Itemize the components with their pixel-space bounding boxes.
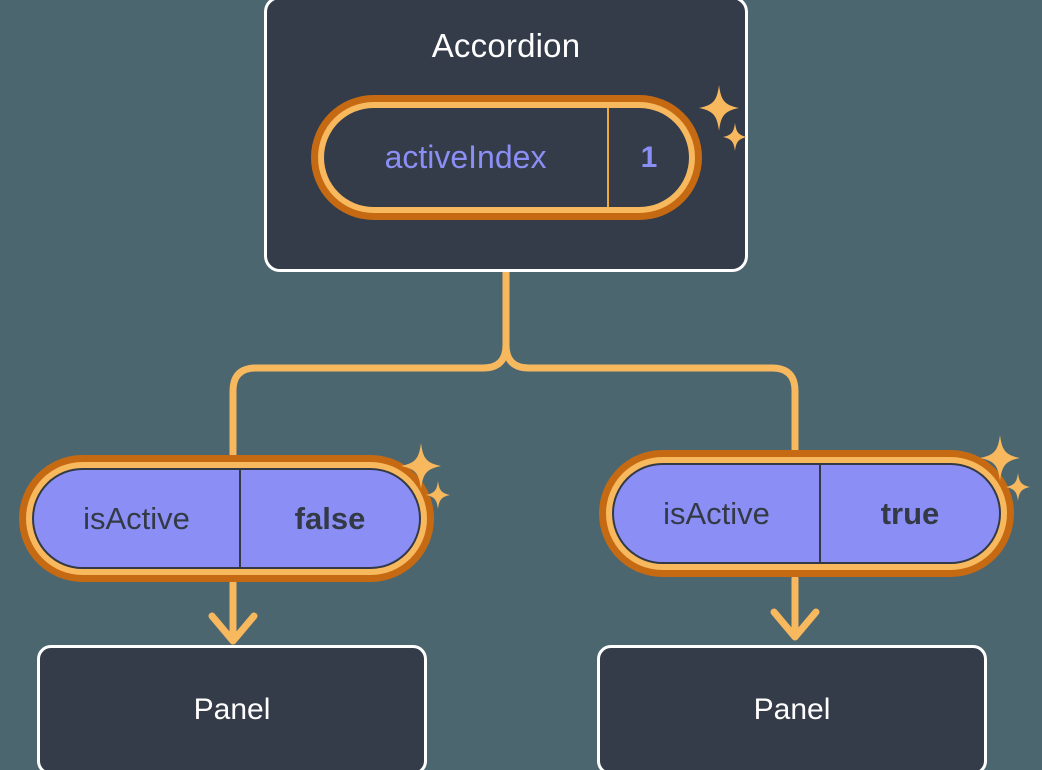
pill-ring: activeIndex 1: [318, 102, 695, 213]
state-pill-isactive-false[interactable]: isActive false: [19, 455, 434, 582]
state-value-label: 1: [640, 140, 658, 174]
arrowhead-right-panel: [770, 608, 820, 641]
pill-body: activeIndex 1: [324, 108, 689, 207]
state-value-label: true: [880, 495, 940, 531]
component-node-panel-right[interactable]: Panel: [597, 645, 987, 770]
state-value-label: false: [294, 500, 366, 536]
component-title: Accordion: [431, 27, 581, 64]
state-key-label: activeIndex: [324, 108, 609, 207]
pill-body: isActive true: [612, 463, 1001, 564]
state-pill-activeindex[interactable]: activeIndex 1: [311, 95, 702, 220]
state-pill-isactive-true[interactable]: isActive true: [599, 450, 1014, 577]
component-title: Panel: [753, 693, 831, 726]
state-key-label: isActive: [34, 470, 241, 567]
component-title: Panel: [193, 693, 271, 726]
connector-accordion-to-branches: [502, 268, 799, 464]
state-key-label: isActive: [614, 465, 821, 562]
connector-accordion-to-left-branch: [229, 341, 510, 469]
pill-ring: isActive true: [606, 457, 1007, 570]
component-node-panel-left[interactable]: Panel: [37, 645, 427, 770]
pill-body: isActive false: [32, 468, 421, 569]
arrowhead-left-panel: [208, 612, 258, 645]
pill-ring: isActive false: [26, 462, 427, 575]
